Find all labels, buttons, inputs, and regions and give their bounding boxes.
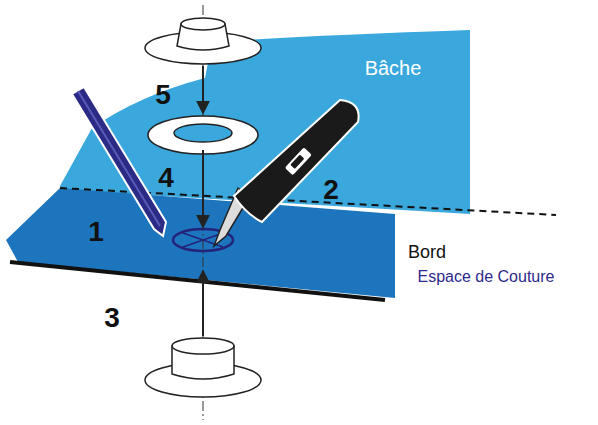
eyelet-part xyxy=(145,338,261,397)
callout-number: 5 xyxy=(155,80,171,111)
motion-arrow xyxy=(202,150,204,226)
cap-part xyxy=(145,18,261,64)
region-label: Bord xyxy=(408,243,446,263)
pencil xyxy=(72,87,166,236)
region-label: Espace de Couture xyxy=(418,268,555,286)
washer-part xyxy=(148,116,258,154)
callout-number: 3 xyxy=(104,303,120,334)
region-label: Bâche xyxy=(365,57,422,79)
callout-number: 4 xyxy=(158,163,174,194)
callout-number: 1 xyxy=(88,217,104,248)
motion-arrow xyxy=(202,66,204,112)
motion-arrow xyxy=(202,272,204,336)
edge-line xyxy=(10,262,385,300)
cutter-knife xyxy=(214,100,359,246)
callout-number: 2 xyxy=(323,175,339,206)
